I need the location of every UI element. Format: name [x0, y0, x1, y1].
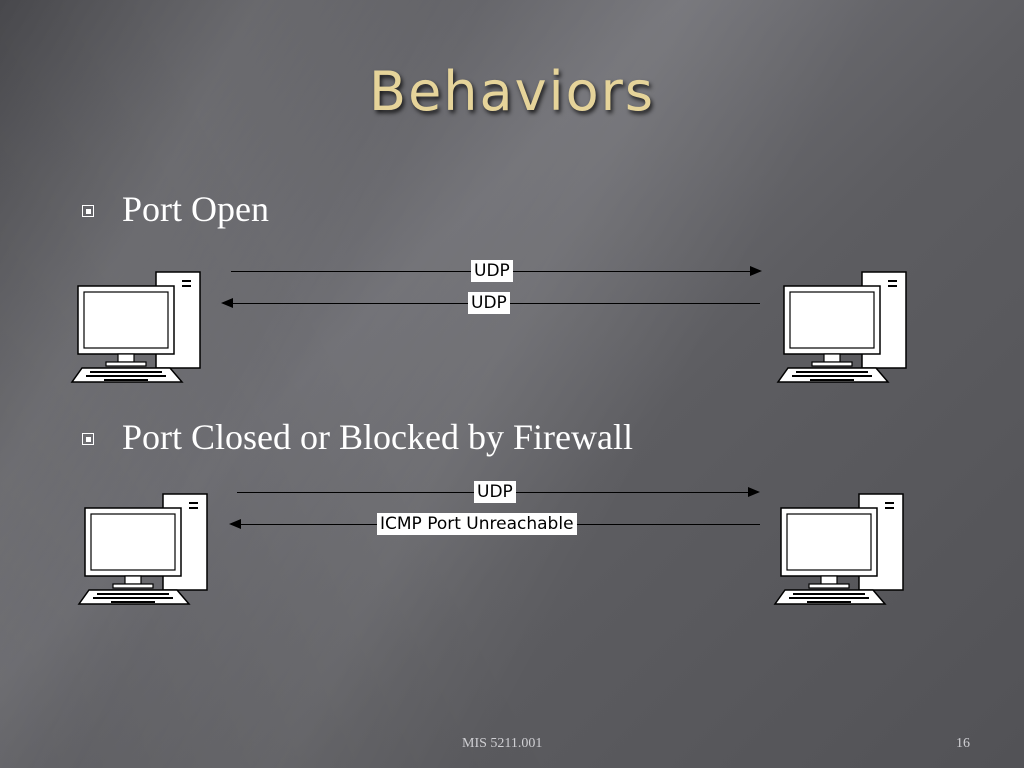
computer-icon [70, 271, 201, 383]
message-label: UDP [468, 292, 510, 314]
bullet-port-open: Port Open [82, 188, 269, 230]
message-label: ICMP Port Unreachable [377, 513, 577, 535]
bullet-label: Port Open [122, 189, 269, 229]
page-number: 16 [956, 736, 970, 751]
square-bullet-icon [82, 433, 94, 445]
computer-icon [776, 271, 907, 383]
message-label: UDP [474, 481, 516, 503]
bullet-port-closed: Port Closed or Blocked by Firewall [82, 416, 633, 458]
slide-title: Behaviors [369, 60, 655, 123]
computer-icon [773, 493, 904, 605]
square-bullet-icon [82, 205, 94, 217]
slide-footer: MIS 5211.001 [462, 736, 543, 751]
bullet-label: Port Closed or Blocked by Firewall [122, 417, 633, 457]
computer-icon [77, 493, 208, 605]
message-label: UDP [471, 260, 513, 282]
